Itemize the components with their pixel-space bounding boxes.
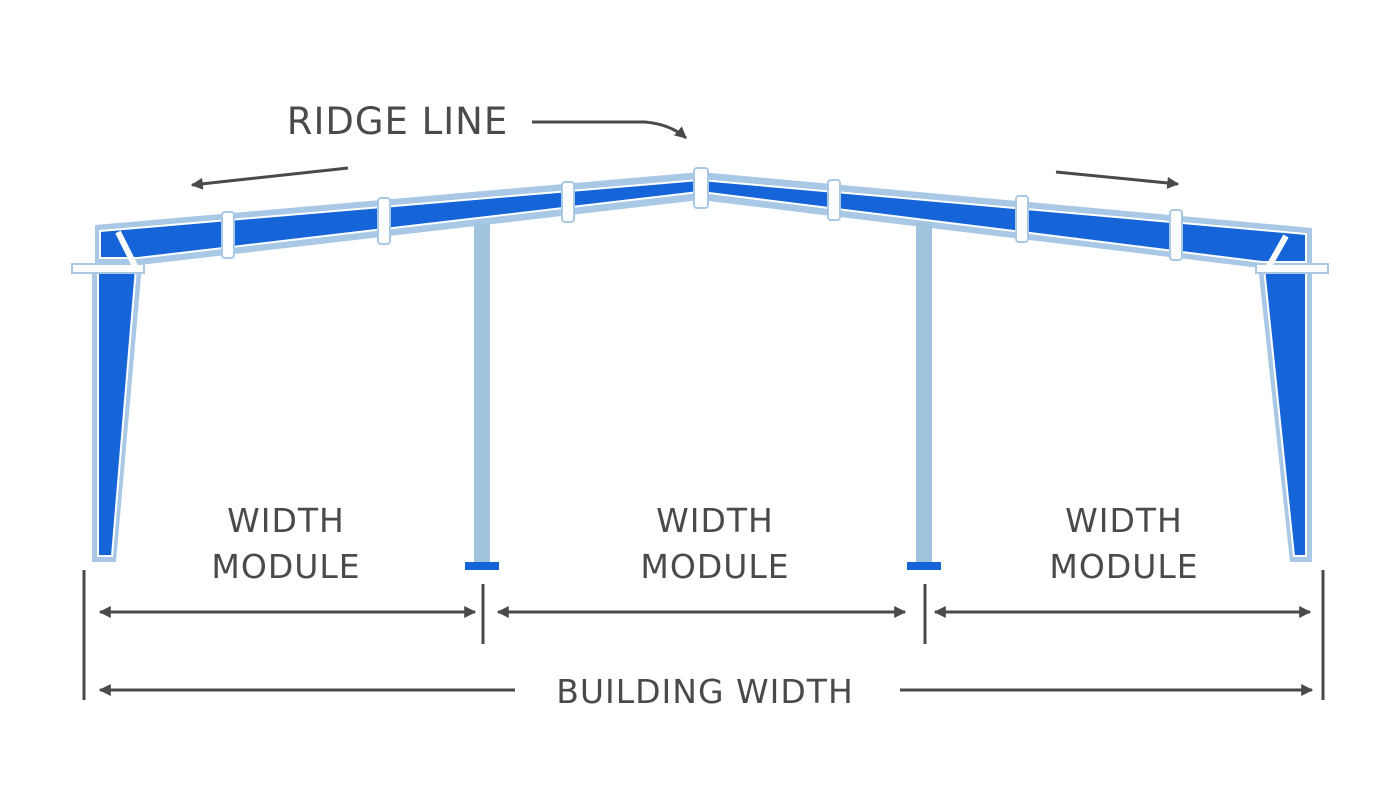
width-module-left-label: WIDTH MODULE	[156, 498, 416, 590]
right-eave-girt	[1255, 263, 1329, 274]
width-module-center-label: WIDTH MODULE	[585, 498, 845, 590]
left-column	[92, 265, 142, 562]
width-module-right-line1: WIDTH	[1065, 501, 1183, 540]
splice-plates	[221, 167, 1183, 261]
width-module-right-label: WIDTH MODULE	[994, 498, 1254, 590]
slope-arrow-left	[190, 166, 349, 190]
interior-column-right	[907, 222, 941, 570]
ridge-line-arrow	[532, 120, 687, 140]
building-width-label: BUILDING WIDTH	[556, 672, 854, 711]
right-rafter	[700, 172, 1312, 268]
width-module-right-line2: MODULE	[1049, 547, 1199, 586]
left-rafter	[95, 172, 700, 265]
ridge-line-label: RIDGE LINE	[286, 100, 509, 143]
left-knee-brace	[115, 230, 139, 270]
width-module-center-line1: WIDTH	[656, 501, 774, 540]
left-eave-girt	[71, 263, 145, 274]
right-knee-brace	[1265, 234, 1289, 270]
width-module-center-line2: MODULE	[640, 547, 790, 586]
column-base-plate	[465, 562, 499, 570]
column-base-plate	[907, 562, 941, 570]
right-column	[1258, 265, 1312, 562]
dimension-extension-lines	[82, 570, 1325, 700]
width-module-left-line1: WIDTH	[227, 501, 345, 540]
slope-arrow-right	[1055, 170, 1180, 189]
interior-column-left	[465, 224, 499, 570]
width-module-left-line2: MODULE	[211, 547, 361, 586]
